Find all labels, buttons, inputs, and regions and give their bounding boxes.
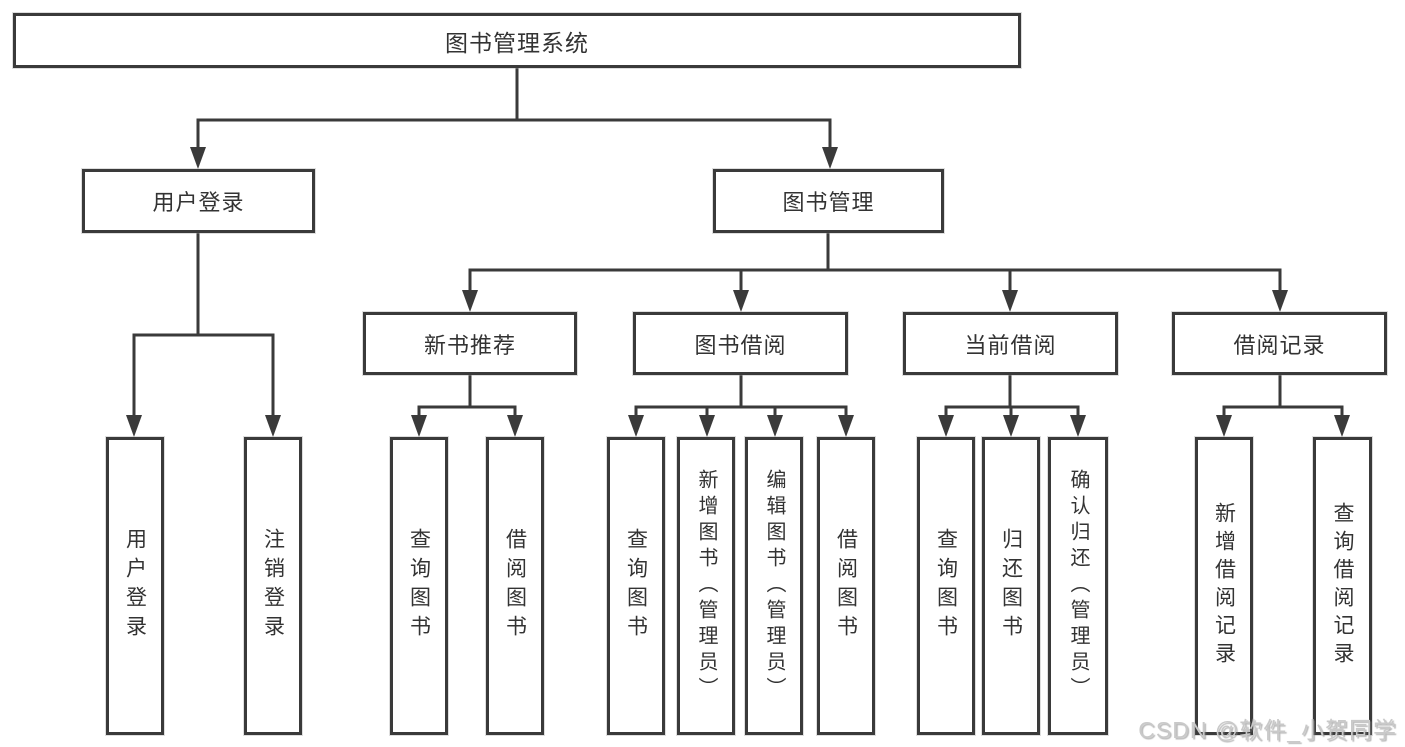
node-leaf-return-book: 归还图书 [982,437,1040,735]
node-book-management: 图书管理 [713,169,944,233]
node-label: 图书借阅 [694,332,787,358]
node-leaf-confirm-return-admin: 确认归还（管理员） [1048,437,1108,735]
node-label: 借阅图书 [503,528,527,644]
node-label: 新书推荐 [423,332,516,358]
node-label: 查询图书 [934,528,958,644]
node-current-borrow: 当前借阅 [903,312,1118,375]
node-leaf-edit-book-admin: 编辑图书（管理员） [745,437,803,735]
node-label: 归还图书 [999,528,1023,644]
node-leaf-user-login: 用户登录 [106,437,164,735]
node-label: 新增图书（管理员） [695,469,717,703]
node-label: 借阅图书 [834,528,858,644]
node-leaf-add-book-admin: 新增图书（管理员） [677,437,735,735]
connector-book-management-to-level3 [462,233,1288,312]
node-label: 用户登录 [152,190,245,215]
node-label: 新增借阅记录 [1212,502,1236,670]
connector-new-book-recommend-to-children [411,375,523,437]
node-label: 图书管理 [782,190,875,215]
connector-root-to-level2 [190,68,838,169]
node-leaf-borrow-book-2: 借阅图书 [817,437,875,735]
node-label: 用户登录 [123,528,147,644]
node-label: 借阅记录 [1233,332,1326,358]
node-label: 图书管理系统 [445,29,589,56]
node-leaf-query-book-2: 查询图书 [607,437,665,735]
connector-current-borrow-to-children [938,375,1086,437]
node-leaf-query-borrow-record: 查询借阅记录 [1313,437,1372,735]
connector-book-borrow-to-children [628,375,854,437]
node-borrow-records: 借阅记录 [1172,312,1387,375]
connector-borrow-records-to-children [1216,375,1350,437]
node-label: 查询图书 [407,528,431,644]
node-root-system: 图书管理系统 [13,13,1021,68]
node-leaf-add-borrow-record: 新增借阅记录 [1195,437,1253,735]
node-label: 确认归还（管理员） [1067,469,1089,703]
node-leaf-query-book-3: 查询图书 [917,437,975,735]
node-leaf-query-book-1: 查询图书 [390,437,448,735]
csdn-watermark: CSDN @软件_小贺同学 [1138,717,1397,743]
node-label: 查询借阅记录 [1331,502,1354,670]
node-label: 查询图书 [624,528,648,644]
node-label: 注销登录 [261,528,285,644]
node-label: 编辑图书（管理员） [763,469,785,703]
node-book-borrow: 图书借阅 [633,312,848,375]
node-new-book-recommend: 新书推荐 [363,312,577,375]
node-leaf-logout: 注销登录 [244,437,302,735]
node-leaf-borrow-book-1: 借阅图书 [486,437,544,735]
connector-user-login-to-children [126,233,281,437]
node-label: 当前借阅 [964,332,1057,358]
node-user-login: 用户登录 [82,169,315,233]
